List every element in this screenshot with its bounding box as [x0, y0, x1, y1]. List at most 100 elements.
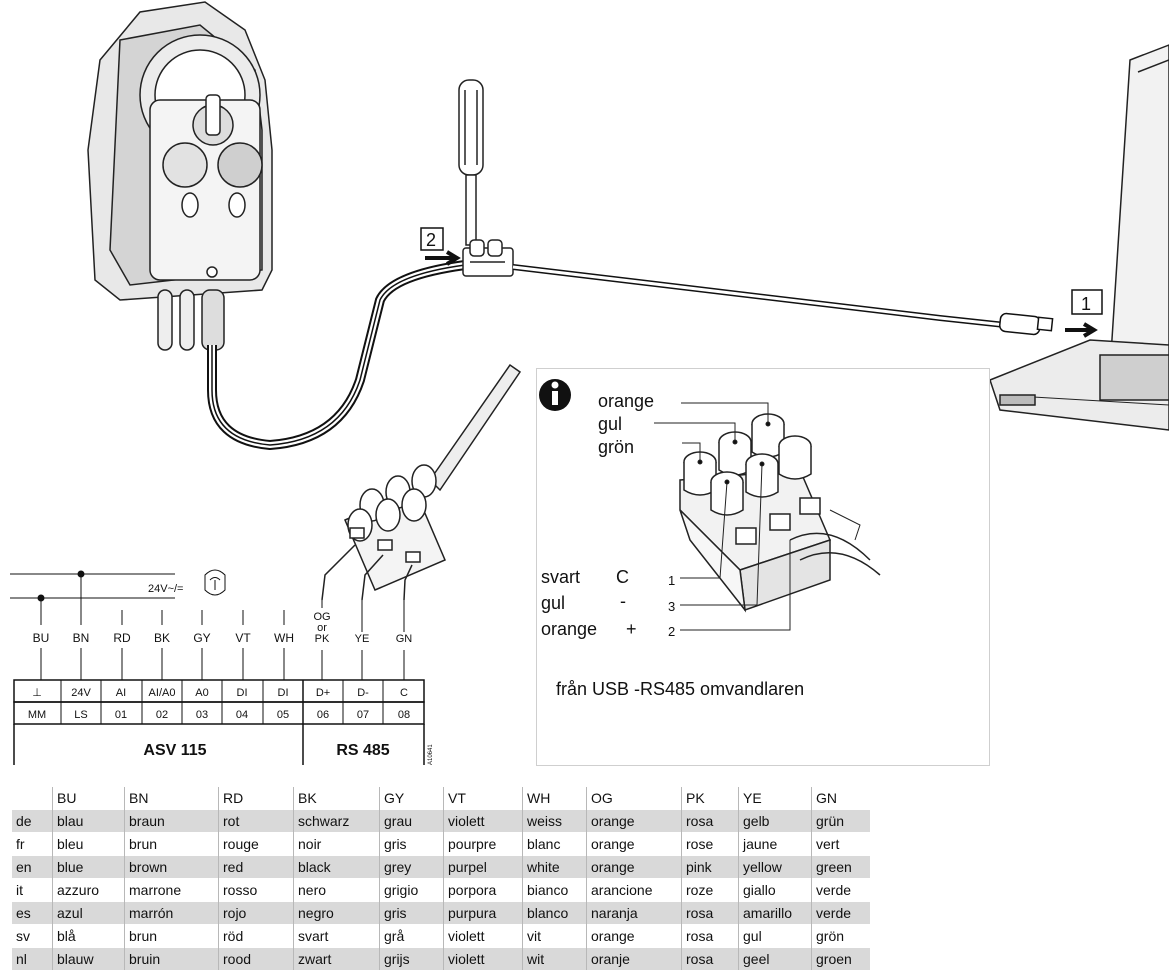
wire-code-label: WH	[274, 631, 294, 645]
color-name-cell: wit	[522, 947, 587, 970]
color-name-cell: rosa	[681, 901, 739, 925]
color-name-cell: pourpre	[443, 832, 523, 856]
info-label-gul: gul	[598, 414, 622, 434]
color-name-cell: gelb	[738, 809, 812, 833]
terminal-number-label: 04	[236, 709, 248, 721]
info-label-gron: grön	[598, 437, 634, 457]
color-name-cell: vert	[811, 832, 870, 856]
color-name-cell: rood	[218, 947, 294, 970]
callout-number-1: 1	[1081, 294, 1091, 314]
color-name-cell: blue	[52, 855, 125, 879]
color-name-cell: azul	[52, 901, 125, 925]
color-name-cell: verde	[811, 878, 870, 902]
wire-row-color-1: svart	[541, 567, 580, 587]
color-name-cell: verde	[811, 901, 870, 925]
terminal-number-label: 01	[115, 709, 127, 721]
color-name-cell: grün	[811, 809, 870, 833]
signal-label: A0	[195, 687, 208, 699]
table-header-cell: RD	[218, 787, 294, 810]
asv-115-group-label: ASV 115	[143, 742, 206, 759]
color-name-cell: blå	[52, 924, 125, 948]
color-name-cell: rosa	[681, 924, 739, 948]
color-name-cell: zwart	[293, 947, 380, 970]
signal-label: 24V	[71, 687, 91, 699]
language-code-cell: nl	[12, 947, 53, 970]
wire-row-color-3: orange	[541, 619, 597, 639]
wire-row-signal-1: C	[616, 567, 629, 587]
screwdriver-illustration	[458, 79, 484, 246]
color-name-cell: purpura	[443, 901, 523, 925]
table-header-cell: BK	[293, 787, 380, 810]
document-code: A10641	[428, 744, 434, 765]
color-name-cell: marrone	[124, 878, 219, 902]
laptop-illustration	[989, 44, 1169, 431]
wire-code-label: GY	[193, 631, 210, 645]
terminal-number-label: 08	[398, 709, 410, 721]
info-icon	[539, 379, 571, 411]
color-name-cell: porpora	[443, 878, 523, 902]
color-name-cell: bleu	[52, 832, 125, 856]
actuator-device-illustration	[87, 1, 273, 351]
terminal-block-illustration	[462, 239, 514, 277]
language-code-cell: fr	[12, 832, 53, 856]
wire-row-signal-3: +	[626, 619, 637, 639]
terminal-number-label: 07	[357, 709, 369, 721]
color-name-cell: nero	[293, 878, 380, 902]
callout-number-2: 2	[426, 230, 436, 250]
color-name-cell: grey	[379, 855, 444, 879]
terminal-detail-illustration	[679, 413, 881, 613]
color-name-cell: brown	[124, 855, 219, 879]
language-code-cell: de	[12, 809, 53, 833]
bus-code-label: YE	[355, 633, 370, 645]
terminal-number-label: LS	[74, 709, 87, 721]
wire-code-label: BU	[33, 631, 50, 645]
color-name-cell: green	[811, 855, 870, 879]
signal-label: ⊥	[32, 687, 42, 699]
terminal-number-label: 06	[317, 709, 329, 721]
signal-label: DI	[278, 687, 289, 699]
wire-code-label: BK	[154, 631, 170, 645]
color-name-cell: bianco	[522, 878, 587, 902]
table-header-cell: OG	[586, 787, 682, 810]
color-name-cell: gris	[379, 901, 444, 925]
color-name-cell: noir	[293, 832, 380, 856]
color-name-cell: röd	[218, 924, 294, 948]
table-header-cell: GN	[811, 787, 870, 810]
color-name-cell: negro	[293, 901, 380, 925]
actuator-cable	[207, 260, 466, 451]
color-name-cell: schwarz	[293, 809, 380, 833]
rs485-screw-terminal	[321, 363, 522, 601]
usb-cable	[512, 264, 1054, 336]
color-name-cell: rojo	[218, 901, 294, 925]
signal-label: D-	[357, 687, 369, 699]
color-name-cell: grijs	[379, 947, 444, 970]
color-name-cell: groen	[811, 947, 870, 970]
terminal-number-label: MM	[28, 709, 46, 721]
callout-box-2	[420, 227, 444, 251]
color-name-cell: black	[293, 855, 380, 879]
color-name-cell: brun	[124, 832, 219, 856]
color-name-cell: violett	[443, 947, 523, 970]
table-header-cell: PK	[681, 787, 739, 810]
color-name-cell: purpel	[443, 855, 523, 879]
color-name-cell: violett	[443, 809, 523, 833]
color-name-cell: blauw	[52, 947, 125, 970]
table-header-cell: BN	[124, 787, 219, 810]
info-leader-lines	[654, 402, 791, 631]
color-name-cell: grigio	[379, 878, 444, 902]
color-name-cell: geel	[738, 947, 812, 970]
info-label-orange: orange	[598, 391, 654, 411]
color-name-cell: yellow	[738, 855, 812, 879]
terminal-number-label: 03	[196, 709, 208, 721]
color-name-cell: svart	[293, 924, 380, 948]
color-name-cell: orange	[586, 832, 682, 856]
